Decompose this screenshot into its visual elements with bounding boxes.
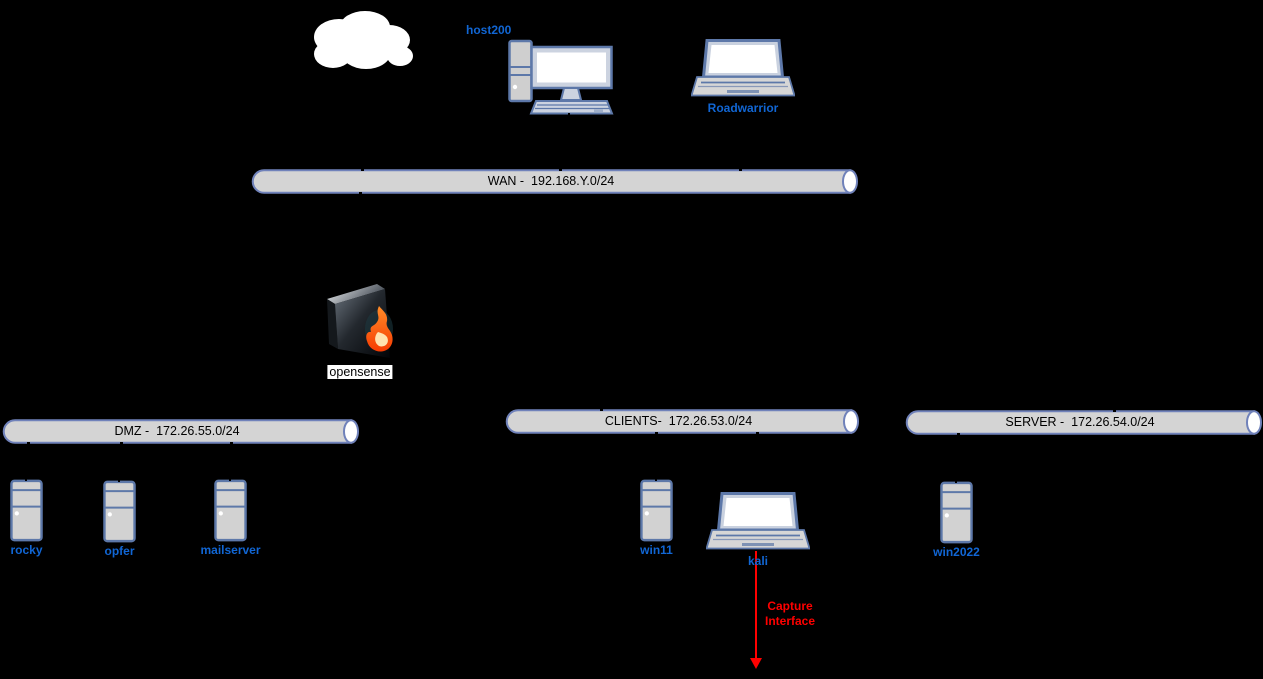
server-bus-label: SERVER - 172.26.54.0/24 — [1005, 415, 1155, 429]
node-rocky: rocky — [10, 477, 43, 557]
node-opfer: opfer — [103, 478, 136, 558]
roadwarrior-label: Roadwarrior — [707, 101, 779, 115]
node-win11: win11 — [640, 477, 673, 557]
node-win2022: win2022 — [933, 479, 980, 559]
node-opensense: opensense — [326, 282, 394, 379]
opfer-label: opfer — [104, 544, 135, 558]
connector-tick — [361, 168, 364, 171]
wan-bus-label: WAN - 192.168.Y.0/24 — [487, 174, 615, 188]
laptop-icon — [706, 492, 810, 550]
capture-arrow-line — [755, 551, 757, 659]
node-internet-cloud — [303, 6, 421, 80]
rocky-label: rocky — [10, 543, 43, 557]
server-icon — [103, 480, 136, 543]
node-kali: kali — [706, 491, 810, 568]
capture-arrowhead-icon — [750, 658, 762, 669]
dmz-bus-label: DMZ - 172.26.55.0/24 — [114, 424, 240, 438]
network-bus-wan: WAN - 192.168.Y.0/24 — [251, 168, 859, 195]
connector-stub — [655, 477, 657, 481]
server-icon — [10, 479, 43, 542]
connector-tick — [957, 433, 960, 436]
desktop-pc-icon — [508, 39, 614, 115]
opensense-label: opensense — [327, 365, 393, 379]
connector-stub — [568, 113, 570, 117]
kali-label: kali — [747, 554, 769, 568]
win11-label: win11 — [640, 543, 673, 557]
bus-pipe-icon — [2, 419, 359, 444]
server-icon — [214, 479, 247, 542]
network-bus-clients: CLIENTS- 172.26.53.0/24 — [505, 408, 860, 435]
bus-pipe-icon — [251, 169, 858, 194]
node-mailserver: mailserver — [200, 477, 261, 557]
mailserver-label: mailserver — [200, 543, 261, 557]
connector-tick — [756, 432, 759, 435]
capture-interface-label: Capture Interface — [764, 599, 816, 629]
connector-tick — [27, 442, 30, 445]
server-icon — [940, 481, 973, 544]
connector-tick — [1113, 409, 1116, 412]
connector-tick — [120, 442, 123, 445]
connector-tick — [600, 408, 603, 411]
win2022-label: win2022 — [933, 545, 980, 559]
cloud-icon — [314, 11, 413, 69]
connector-stub — [955, 479, 957, 483]
host200-label: host200 — [466, 23, 512, 37]
connector-tick — [359, 192, 362, 195]
connector-stub — [25, 477, 27, 481]
network-bus-server: SERVER - 172.26.54.0/24 — [905, 409, 1263, 436]
connector-stub — [742, 99, 744, 103]
network-bus-dmz: DMZ - 172.26.55.0/24 — [2, 419, 360, 445]
connector-stub — [229, 477, 231, 481]
connector-tick — [739, 168, 742, 171]
node-roadwarrior: Roadwarrior — [691, 38, 795, 115]
bus-pipe-icon — [505, 409, 859, 434]
connector-tick — [230, 442, 233, 445]
capture-label-line2: Interface — [764, 614, 816, 628]
clients-bus-label: CLIENTS- 172.26.53.0/24 — [604, 414, 753, 428]
node-host200 — [508, 38, 615, 117]
connector-tick — [559, 168, 562, 171]
laptop-icon — [691, 39, 795, 97]
capture-label-line1: Capture — [767, 599, 813, 613]
connector-tick — [655, 432, 658, 435]
connector-stub — [118, 478, 120, 482]
firewall-icon — [327, 284, 393, 358]
bus-pipe-icon — [905, 410, 1262, 435]
server-icon — [640, 479, 673, 542]
